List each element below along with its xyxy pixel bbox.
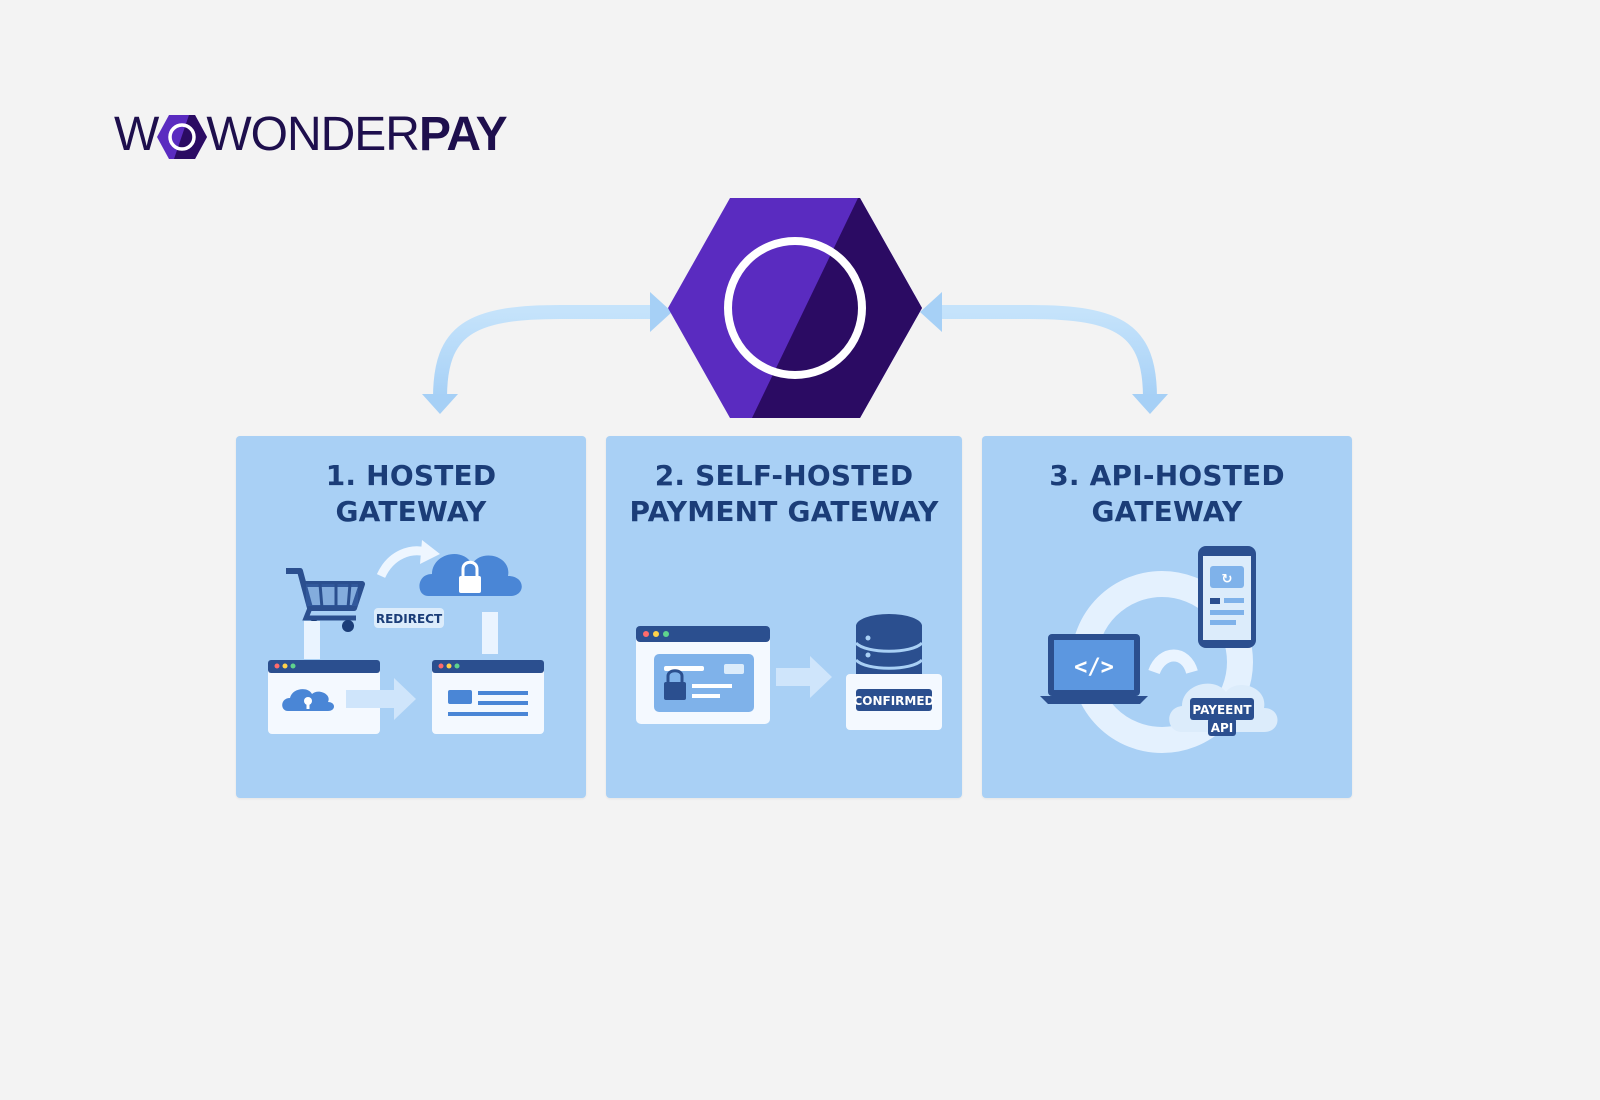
- right-vertical-connector: [482, 612, 498, 654]
- panel-1-title-line1: 1. HOSTED: [325, 459, 497, 492]
- browser-window-cloud-icon: [268, 660, 380, 734]
- api-label-line1: PAYEENT: [1192, 703, 1252, 717]
- panel-2-title-line2: PAYMENT GATEWAY: [629, 495, 939, 528]
- logo-text-light: WONDER: [206, 107, 420, 161]
- smartphone-icon: ↻: [1198, 546, 1256, 648]
- cloud-lock-icon: [419, 553, 522, 596]
- cloud-api-icon: PAYEENT API: [1169, 683, 1278, 736]
- panel-api-hosted-gateway: </> ↻ PAYEENT API 3. API-HOSTED GATEWAY: [982, 436, 1352, 798]
- arrow-right-icon: [346, 678, 416, 720]
- right-arrowhead-to-hub: [920, 292, 942, 332]
- central-hub: [666, 196, 924, 425]
- panel-3-title: 3. API-HOSTED GATEWAY: [982, 458, 1352, 530]
- panel-3-title-line1: 3. API-HOSTED: [1049, 459, 1285, 492]
- logo-text-bold: PAY: [418, 107, 508, 161]
- confirmed-badge: [856, 689, 932, 711]
- card-form-window-icon: [636, 626, 770, 724]
- arrow-right-icon: [776, 656, 832, 698]
- logo-letter-w: W: [114, 107, 159, 161]
- laptop-code-icon: </>: [1040, 634, 1148, 704]
- self-hosted-gateway-illustration: CONFIRMED: [636, 614, 942, 730]
- right-arrowhead-to-panel: [1132, 394, 1168, 414]
- panel-hosted-gateway: REDIRECT 1. HOSTED GA: [236, 436, 586, 798]
- panel-1-title-line2: GATEWAY: [335, 495, 487, 528]
- wonderpay-logo: W WONDERPAY: [114, 107, 508, 161]
- hosted-gateway-illustration: REDIRECT: [268, 540, 544, 734]
- browser-window-form-icon: [432, 660, 544, 734]
- hub-hexagon-icon: [668, 198, 922, 418]
- panel-3-title-line2: GATEWAY: [1091, 495, 1243, 528]
- redirect-label: REDIRECT: [376, 612, 443, 626]
- panel-self-hosted-gateway: CONFIRMED 2. SELF-HOSTED PAYMENT GATEWAY: [606, 436, 962, 798]
- api-hosted-gateway-illustration: </> ↻ PAYEENT API: [1040, 546, 1278, 753]
- connector-arrows: [422, 292, 1168, 414]
- logo-wordmark: W WONDERPAY: [114, 107, 508, 161]
- logo-hexagon-icon: [156, 113, 208, 161]
- panel-2-title: 2. SELF-HOSTED PAYMENT GATEWAY: [606, 458, 962, 530]
- shopping-cart-icon: [286, 568, 365, 632]
- svg-text:</>: </>: [1074, 655, 1114, 680]
- panel-1-title: 1. HOSTED GATEWAY: [236, 458, 586, 530]
- left-arrowhead-to-hub: [650, 292, 672, 332]
- left-vertical-connector: [304, 621, 320, 659]
- panel-2-title-line1: 2. SELF-HOSTED: [654, 459, 914, 492]
- confirmed-label: CONFIRMED: [853, 694, 934, 708]
- left-arrowhead-to-panel: [422, 394, 458, 414]
- right-connector-arc: [940, 305, 1157, 399]
- redirect-curve-arrow: [376, 546, 428, 579]
- left-connector-arc: [433, 305, 650, 399]
- svg-text:↻: ↻: [1222, 572, 1233, 587]
- api-label-line2: API: [1211, 721, 1234, 735]
